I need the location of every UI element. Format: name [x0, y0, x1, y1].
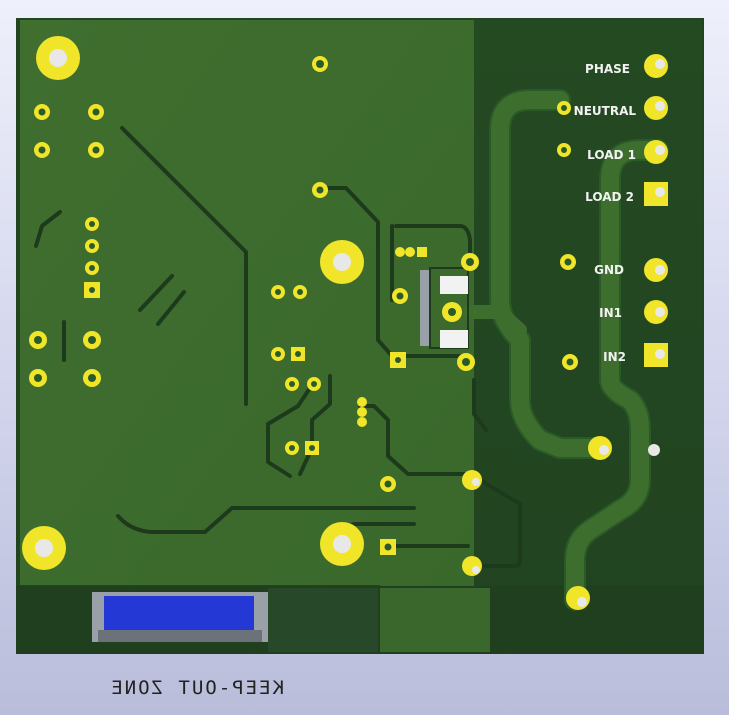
bottom-right-copper	[380, 588, 490, 652]
label-in2: IN2	[603, 350, 626, 364]
keepout-zone-label: KEEP-OUT ZONE	[109, 677, 284, 699]
label-load-2: LOAD 2	[585, 190, 634, 204]
bottom-center-copper	[268, 588, 378, 652]
label-in1: IN1	[599, 306, 622, 320]
label-neutral: NEUTRAL	[574, 104, 637, 118]
regulator-body	[420, 267, 469, 349]
traces	[34, 89, 669, 611]
label-load-1: LOAD 1	[587, 148, 636, 162]
mounting-holes	[22, 36, 364, 570]
connector-inner	[98, 630, 262, 642]
label-phase: PHASE	[585, 62, 630, 76]
connector-labels: PHASE NEUTRAL LOAD 1 LOAD 2 GND IN1 IN2	[574, 62, 637, 364]
pads	[29, 54, 668, 610]
label-gnd: GND	[594, 263, 624, 277]
connector-body	[104, 596, 254, 632]
left-copper-pour	[20, 20, 486, 652]
